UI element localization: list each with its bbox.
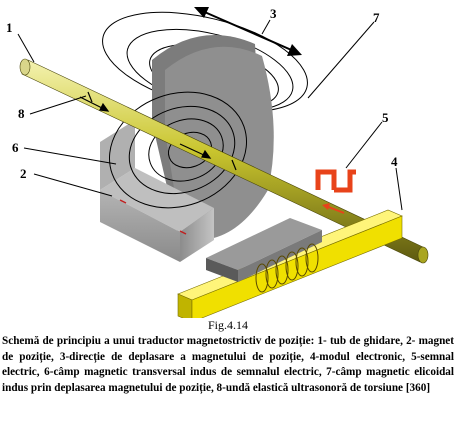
label-8: 8 bbox=[18, 106, 25, 121]
movement-direction-arrow bbox=[194, 7, 302, 56]
label-5: 5 bbox=[382, 110, 389, 125]
figure-number: Fig.4.14 bbox=[207, 318, 248, 332]
label-1: 1 bbox=[6, 20, 13, 35]
figure-caption: Schemă de principiu a unui traductor mag… bbox=[2, 335, 454, 394]
label-3: 3 bbox=[270, 6, 277, 21]
label-2: 2 bbox=[20, 166, 27, 181]
label-6: 6 bbox=[12, 140, 19, 155]
transverse-magnetic-field bbox=[108, 91, 248, 209]
magnetostrictive-transducer-diagram: 1 2 3 4 5 6 7 8 bbox=[6, 6, 429, 318]
position-magnet bbox=[100, 35, 274, 262]
electronic-module bbox=[177, 209, 403, 318]
torsional-wave-arrows bbox=[79, 91, 237, 171]
pickup-coil bbox=[255, 243, 319, 293]
label-4: 4 bbox=[391, 154, 398, 169]
label-7: 7 bbox=[373, 10, 380, 25]
guide-tube bbox=[19, 58, 429, 264]
electric-signal-pulse bbox=[315, 169, 356, 214]
leader-lines bbox=[17, 19, 403, 211]
